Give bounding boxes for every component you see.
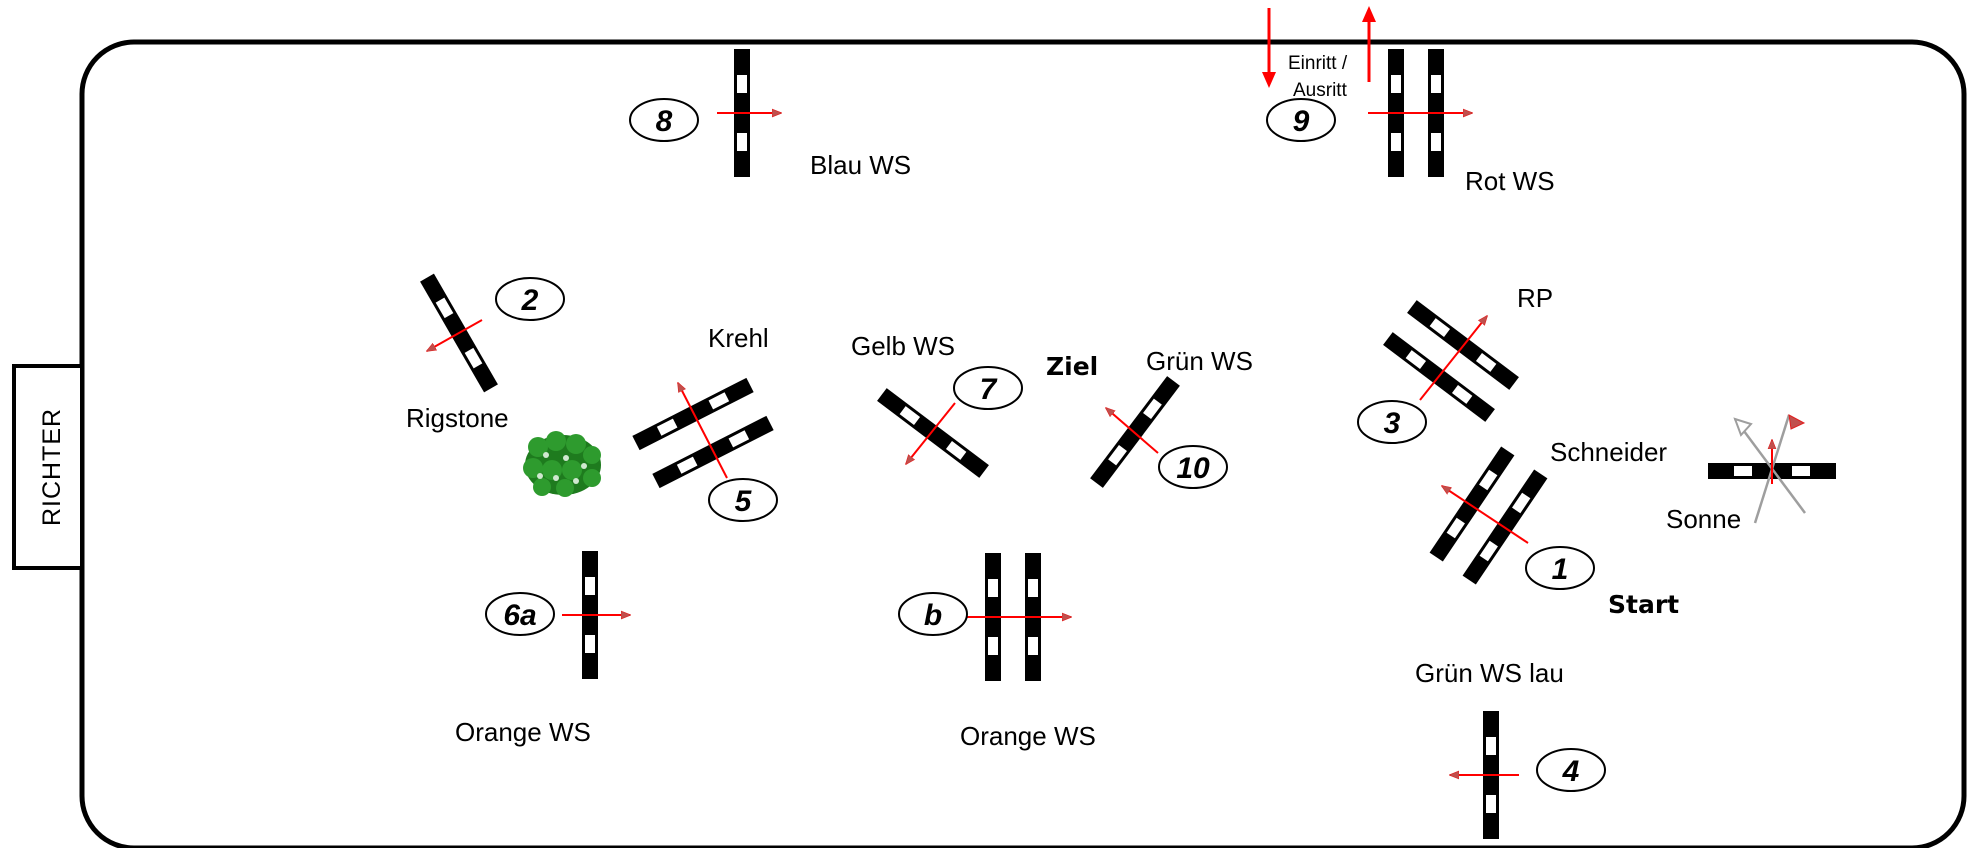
obstacle-number-5: 5 — [735, 485, 753, 518]
label-krehl: Krehl — [708, 323, 769, 353]
label-rigstone: Rigstone — [406, 403, 509, 433]
obstacle-2: 2 Rigstone — [406, 273, 565, 433]
label-sonne: Sonne — [1666, 504, 1741, 534]
obstacle-number-7: 7 — [980, 373, 998, 406]
obstacle-b: b Orange WS — [898, 553, 1096, 751]
entry-label-line2: Ausritt — [1293, 80, 1348, 101]
obstacle-number-1: 1 — [1552, 553, 1569, 586]
obstacle-number-4: 4 — [1562, 755, 1580, 788]
obstacle-number-9: 9 — [1293, 105, 1310, 138]
obstacle-7: 7 Gelb WS — [851, 331, 1023, 478]
obstacle-number-b: b — [924, 599, 942, 632]
label-rot-ws: Rot WS — [1465, 166, 1555, 196]
label-start: Start — [1608, 590, 1679, 619]
label-gelb-ws: Gelb WS — [851, 331, 955, 361]
label-orange-ws-mid: Orange WS — [960, 721, 1096, 751]
label-gruen-ws-lau: Grün WS lau — [1415, 658, 1564, 688]
obstacle-number-8: 8 — [656, 105, 673, 138]
label-orange-ws-left: Orange WS — [455, 717, 591, 747]
label-rp: RP — [1517, 283, 1553, 313]
judge-box: RICHTER — [12, 364, 84, 570]
obstacle-8: 8 Blau WS — [629, 49, 911, 180]
obstacle-4: 4 Grün WS lau — [1415, 658, 1606, 839]
obstacle-number-2: 2 — [521, 284, 539, 317]
label-schneider: Schneider — [1550, 437, 1667, 467]
obstacle-3: 3 RP — [1357, 283, 1553, 444]
entry-label-line1: Einritt / — [1288, 53, 1348, 74]
obstacle-sonne: Sonne — [1666, 414, 1836, 534]
shrub-icon — [523, 431, 601, 497]
label-ziel: Ziel — [1046, 352, 1098, 381]
label-gruen-ws: Grün WS — [1146, 346, 1253, 376]
obstacle-10: 10 Grün WS — [1090, 346, 1253, 489]
entry-exit: Einritt / Ausritt — [1262, 6, 1376, 101]
obstacle-number-10: 10 — [1176, 452, 1210, 485]
obstacle-number-6a: 6a — [503, 599, 536, 632]
label-blau-ws: Blau WS — [810, 150, 911, 180]
judge-label: RICHTER — [38, 408, 66, 526]
obstacle-1: 1 Schneider — [1429, 437, 1667, 590]
obstacle-6a: 6a Orange WS — [455, 551, 630, 747]
obstacle-number-3: 3 — [1384, 407, 1401, 440]
obstacle-9: 9 Rot WS — [1266, 49, 1555, 196]
obstacle-5: 5 Krehl — [632, 323, 778, 522]
